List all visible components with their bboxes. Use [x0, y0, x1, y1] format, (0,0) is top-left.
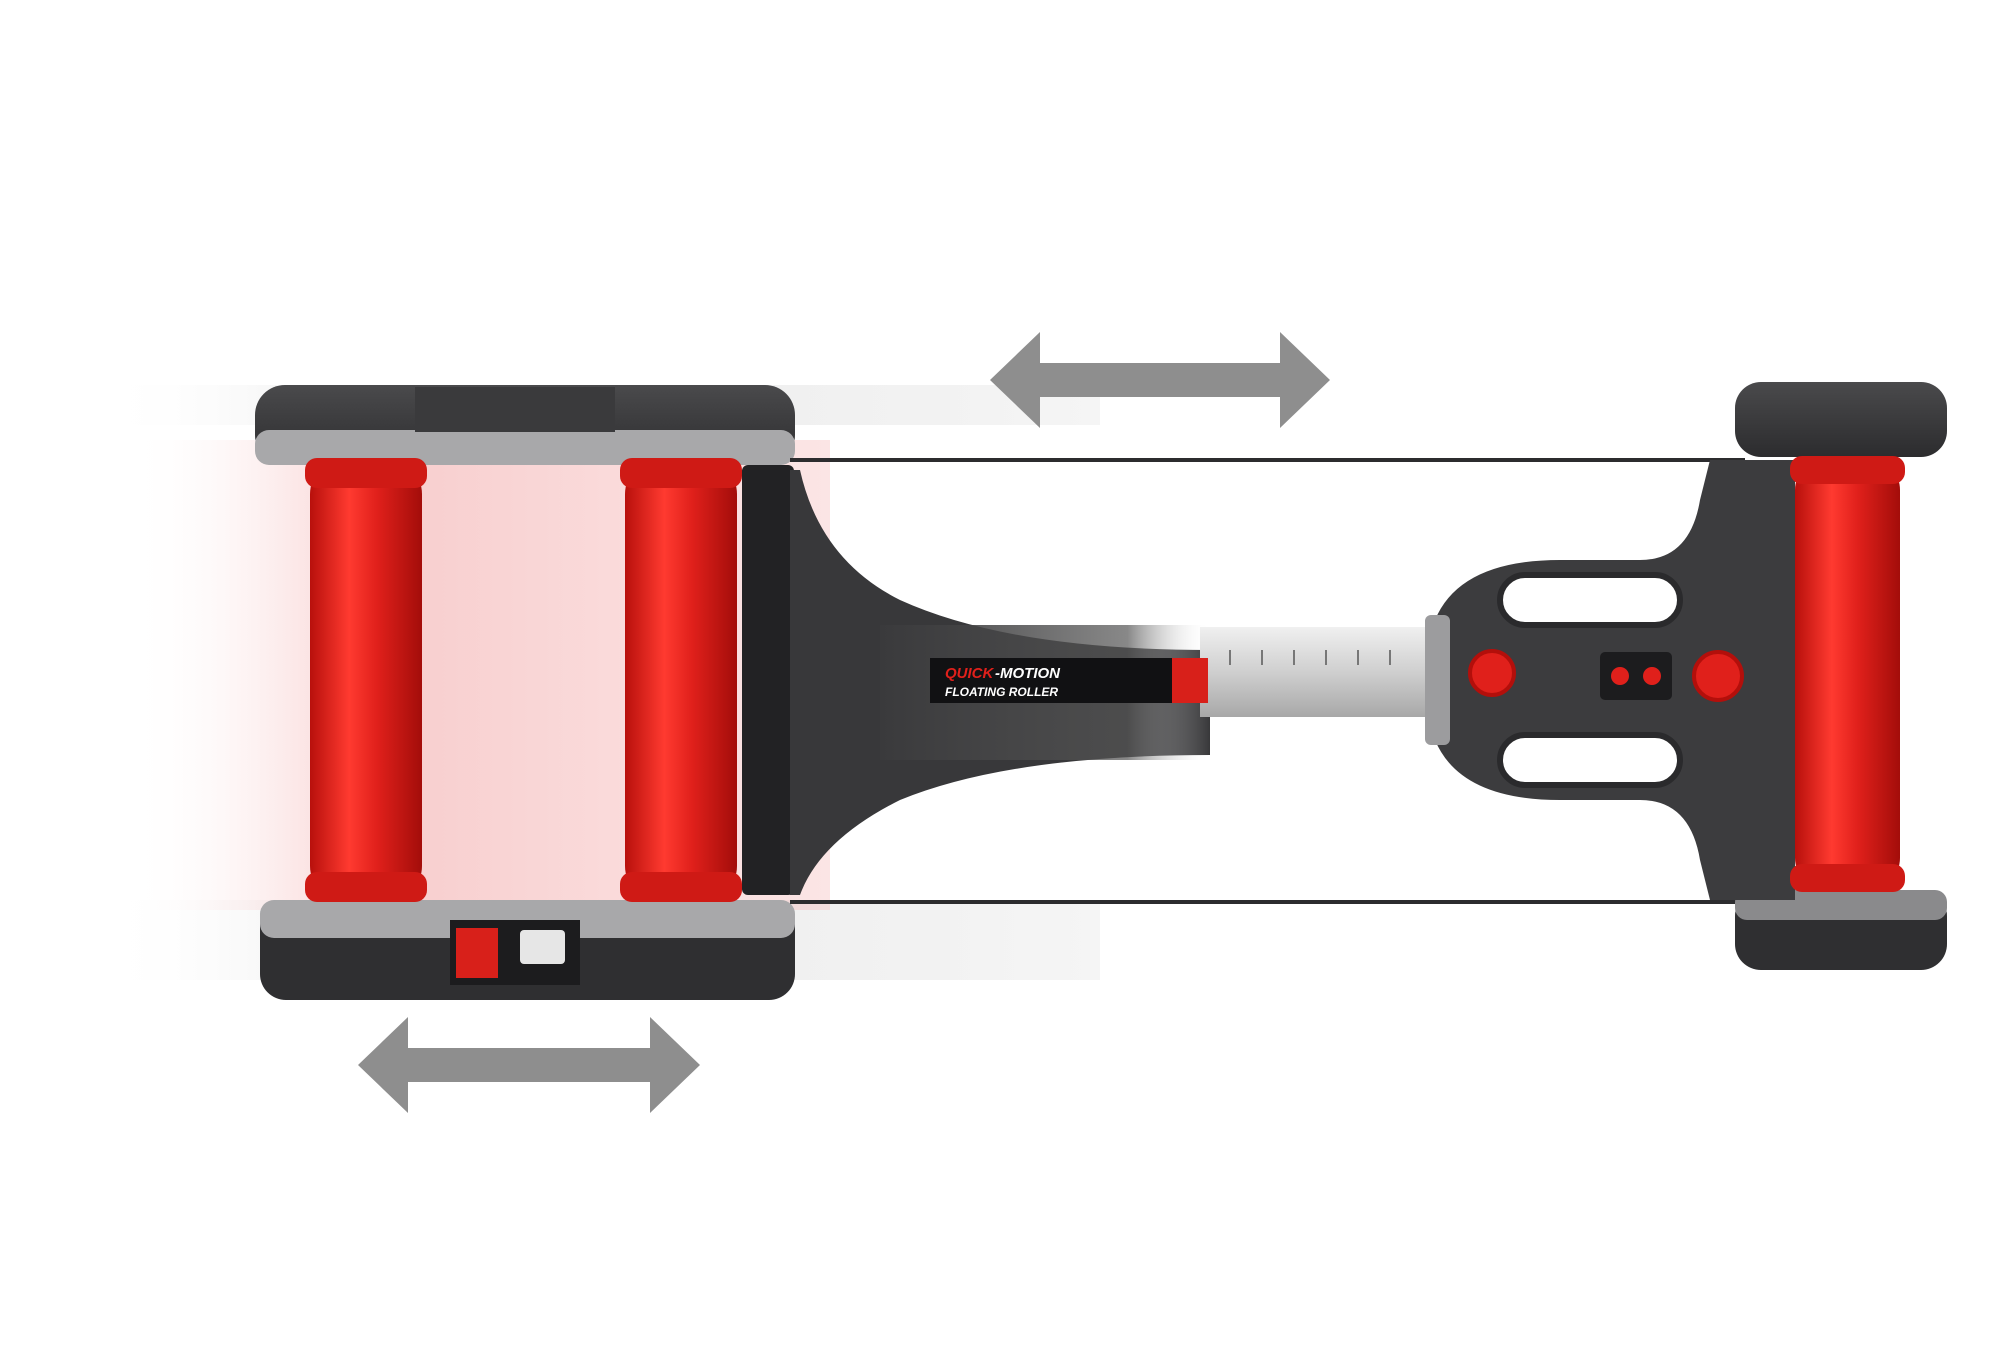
rear-frame — [255, 385, 795, 1000]
label-floating-roller: FLOATING ROLLER — [945, 685, 1058, 699]
product-label: QUICK -MOTION FLOATING ROLLER — [930, 658, 1208, 703]
extension-rail — [1200, 627, 1435, 717]
front-roller — [1790, 456, 1905, 892]
label-motion: -MOTION — [995, 665, 1061, 682]
front-frame — [1425, 382, 1947, 970]
rear-cross-plate — [742, 465, 794, 895]
side-rods — [790, 458, 1745, 904]
top-double-arrow-icon — [990, 332, 1330, 428]
bottom-double-arrow-icon — [358, 1017, 700, 1113]
rear-roller-1 — [305, 458, 427, 902]
label-quick: QUICK — [945, 665, 995, 682]
rear-roller-2 — [620, 458, 742, 902]
